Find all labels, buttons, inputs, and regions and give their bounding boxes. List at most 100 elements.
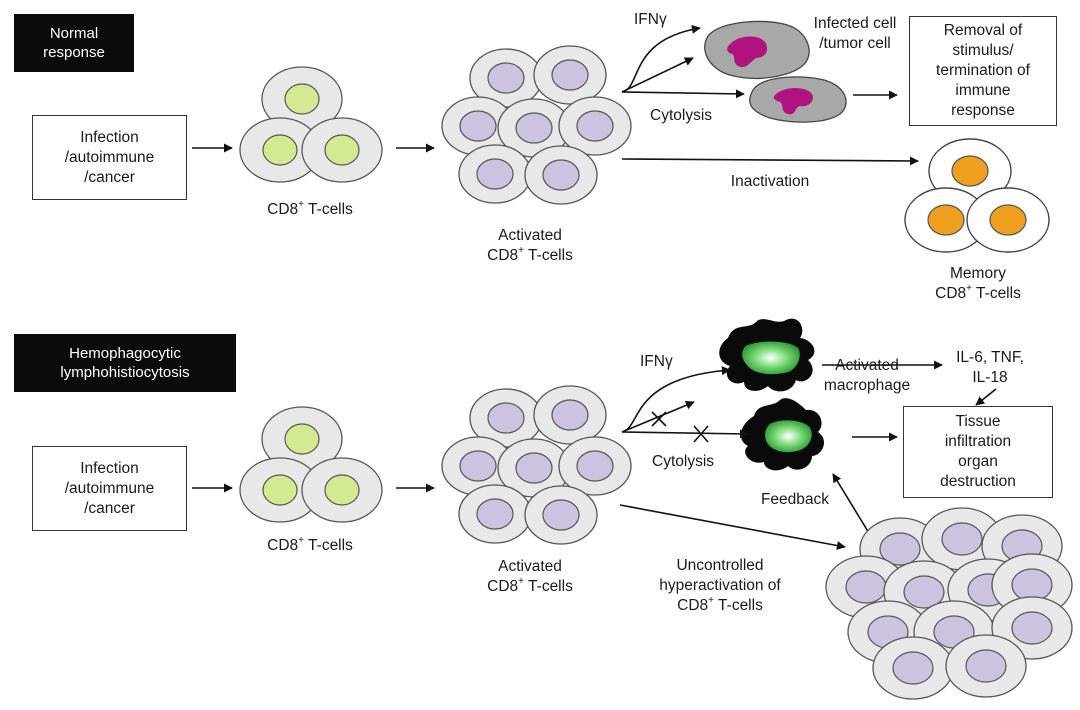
- hyperactivated-cluster: [825, 507, 1073, 700]
- cytokines-label: IL-6, TNF, IL-18: [940, 348, 1040, 388]
- label-line2: hyperactivation of: [659, 577, 781, 594]
- activated-macrophage-2: [740, 398, 825, 471]
- activated-tcell: [558, 436, 632, 496]
- infected-cell-label: Infected cell /tumor cell: [800, 14, 910, 54]
- block-mark: [693, 425, 709, 443]
- label-pre: CD8: [487, 578, 519, 595]
- memory-tcell: [904, 187, 988, 253]
- memory-cell-cluster: [904, 138, 1050, 253]
- label-sup: +: [966, 282, 973, 294]
- macrophage-label: Activated macrophage: [812, 356, 922, 396]
- label-pre: CD8: [267, 201, 299, 218]
- tissue-box: Tissue infiltration organ destruction: [903, 406, 1053, 498]
- top-tcell-cluster: [239, 66, 383, 183]
- box-line: Infection: [80, 128, 139, 146]
- tag-line: Normal: [49, 25, 99, 42]
- bottom-ifn-label: IFNγ: [640, 353, 673, 370]
- top-arrows: [192, 24, 919, 166]
- label-line: Infected cell: [813, 15, 897, 32]
- memory-label: Memory CD8+ T-cells: [918, 264, 1038, 304]
- box-line: Removal of: [943, 22, 1023, 39]
- arrow-uncontrolled: [619, 504, 846, 550]
- box-line: stimulus/: [952, 42, 1014, 59]
- label-post: T-cells: [972, 285, 1021, 302]
- tcell: [301, 117, 383, 183]
- label-post: T-cells: [304, 201, 353, 218]
- arrow-inactivation: [621, 156, 919, 166]
- bottom-input-box: Infection /autoimmune /cancer: [32, 446, 187, 531]
- label-pre: CD8: [677, 597, 709, 614]
- box-line: destruction: [940, 473, 1016, 490]
- label-sup: +: [518, 575, 525, 587]
- label-pre: CD8: [935, 285, 967, 302]
- tag-line: response: [43, 44, 105, 61]
- activated-tcell: [921, 507, 1003, 571]
- label-post: T-cells: [524, 247, 573, 264]
- label-pre: CD8: [487, 247, 519, 264]
- activated-tcell: [524, 145, 598, 205]
- tag-line: Hemophagocytic: [69, 345, 181, 362]
- bottom-cytolysis-label: Cytolysis: [652, 453, 715, 470]
- infected-cell-2: [749, 76, 847, 123]
- activated-tcell: [945, 634, 1027, 698]
- activated-tcell: [458, 484, 532, 544]
- bottom-section-tag: Hemophagocytic lymphohistiocytosis: [14, 334, 236, 392]
- activated-tcell: [497, 438, 571, 498]
- activated-tcell: [524, 485, 598, 545]
- arrow-feedback: [832, 473, 873, 539]
- arrow-cytokines-to-tissue: [975, 388, 997, 406]
- uncontrolled-label: Uncontrolled hyperactivation of CD8+ T-c…: [640, 556, 800, 616]
- activated-tcell: [441, 96, 515, 156]
- label-line: macrophage: [823, 377, 911, 394]
- activated-tcell: [558, 96, 632, 156]
- activated-tcell: [533, 45, 607, 105]
- bottom-activated-cluster: [441, 385, 632, 545]
- box-line: response: [951, 102, 1015, 119]
- tag-line: lymphohistiocytosis: [60, 364, 190, 381]
- box-line: /autoimmune: [64, 148, 155, 166]
- top-section-tag: Normal response: [14, 14, 134, 72]
- label-post: T-cells: [304, 537, 353, 554]
- label-post: T-cells: [714, 597, 763, 614]
- label-line: IL-6, TNF,: [956, 349, 1024, 366]
- tcell: [301, 457, 383, 523]
- memory-tcell: [966, 187, 1050, 253]
- top-ifn-label: IFNγ: [634, 11, 667, 28]
- inactivation-label: Inactivation: [730, 173, 810, 190]
- label-sup: +: [708, 594, 715, 606]
- tcell: [261, 406, 343, 472]
- top-activated-cluster: [441, 45, 632, 205]
- label-sup: +: [298, 198, 305, 210]
- box-line: /cancer: [84, 168, 135, 186]
- box-line: infiltration: [944, 433, 1012, 450]
- arrow-cytolysis-blocked: [621, 429, 749, 439]
- top-cytolysis-label: Cytolysis: [650, 107, 713, 124]
- box-line: /cancer: [84, 499, 135, 517]
- top-tcells-label: CD8+ T-cells: [250, 198, 370, 220]
- label-line: Activated: [835, 357, 899, 374]
- memory-tcell: [928, 138, 1012, 204]
- label-post: T-cells: [524, 578, 573, 595]
- box-line: Infection: [80, 459, 139, 477]
- tcell: [239, 457, 321, 523]
- label-line1: Memory: [950, 265, 1006, 282]
- label-line1: Activated: [498, 558, 562, 575]
- label-line: IL-18: [972, 369, 1008, 386]
- box-line: /autoimmune: [64, 479, 155, 497]
- box-line: organ: [958, 453, 998, 470]
- bottom-tcells-label: CD8+ T-cells: [250, 535, 370, 556]
- activated-tcell: [533, 385, 607, 445]
- box-line: termination of: [936, 62, 1030, 79]
- arrow-cytolysis: [621, 89, 745, 99]
- arrow-ifn-branch: [621, 57, 694, 93]
- top-input-box: Infection /autoimmune /cancer: [32, 115, 187, 200]
- activated-tcell: [872, 636, 954, 700]
- bottom-tcell-cluster: [239, 406, 383, 523]
- bottom-arrows: [192, 360, 997, 550]
- activated-tcell: [469, 48, 543, 108]
- activated-macrophage-1: [719, 318, 815, 392]
- top-activated-label: Activated CD8+ T-cells: [470, 226, 590, 266]
- activated-tcell: [458, 144, 532, 204]
